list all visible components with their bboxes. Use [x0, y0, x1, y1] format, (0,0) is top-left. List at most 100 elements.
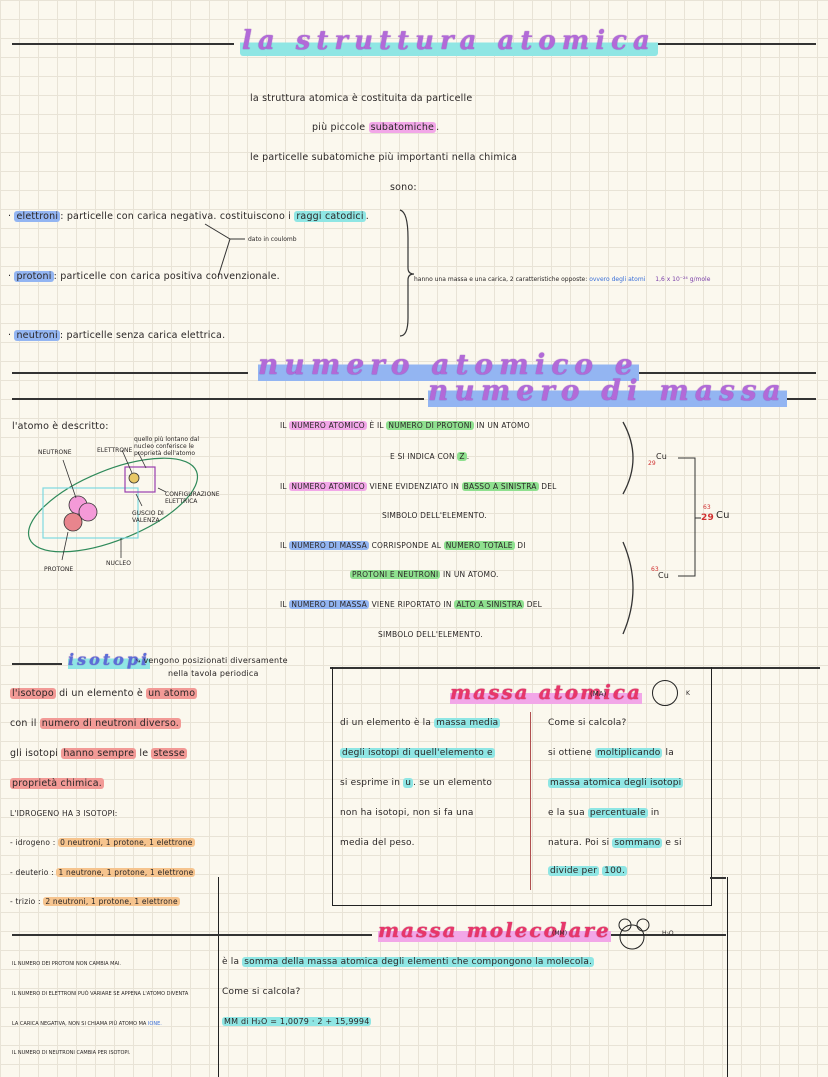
iso-l1c: un atomo	[146, 688, 198, 699]
label-config: CONFIGURAZIONE ELETTRICA	[165, 491, 220, 505]
protons-name: protoni	[14, 271, 54, 282]
ma-c4: e la sua percentuale in	[548, 808, 659, 818]
massa-atomica-title: massa atomica	[450, 680, 642, 704]
ma-c1: Come si calcola?	[548, 718, 627, 728]
massa-atomica-divider	[530, 712, 531, 890]
r3e: DEL	[541, 482, 557, 491]
r1a: IL	[280, 421, 287, 430]
iso-rule-right	[330, 667, 820, 669]
side-note-hl: ovvero degli atomi	[589, 276, 646, 283]
iso-l3b: hanno sempre	[61, 748, 137, 759]
r3a: IL	[280, 482, 287, 491]
rule-7: IL NUMERO DI MASSA VIENE RIPORTATO IN AL…	[280, 600, 542, 609]
kelvin-circle-icon	[652, 680, 678, 706]
iso-rule-left	[12, 663, 62, 665]
electrons-hl: raggi catodici	[294, 211, 366, 222]
iso-l3d: stesse	[151, 748, 187, 759]
iso-l2a: con il	[10, 718, 37, 729]
r5e: DI	[517, 541, 526, 550]
ma-c6b: 100.	[602, 866, 628, 876]
iso-i2: - deuterio : 1 neutrone, 1 protone, 1 el…	[10, 868, 196, 877]
r5a: IL	[280, 541, 287, 550]
r7e: DEL	[526, 600, 543, 609]
ma-l3a: si esprime in	[340, 778, 401, 788]
ma-c4c: in	[650, 808, 660, 818]
intro-line-3: le particelle subatomiche più importanti…	[250, 152, 518, 163]
cu-bot-a: 63	[651, 566, 659, 573]
iso-l4: proprietà chimica.	[10, 778, 104, 789]
rule-6: PROTONI E NEUTRONI IN UN ATOMO.	[350, 570, 499, 579]
water-molecule-icon	[618, 918, 650, 950]
label-guscio: GUSCIO DI VALENZA	[132, 510, 164, 524]
coulomb-arrows	[204, 223, 245, 278]
label-protone: PROTONE	[44, 566, 74, 573]
massa-atomica-unit: K	[686, 690, 690, 697]
intro-line-4: sono:	[390, 182, 417, 193]
protons-line: · protoni: particelle con carica positiv…	[8, 271, 280, 282]
ma-c5b: sommano	[612, 838, 663, 848]
r1d: IL	[377, 421, 384, 430]
electrons-name: elettroni	[14, 211, 61, 222]
side-note: hanno una massa e una carica, 2 caratter…	[414, 276, 710, 283]
r7c: VIENE RIPORTATO IN	[371, 600, 452, 609]
iso-l2: con il numero di neutroni diverso.	[10, 718, 182, 729]
rule-3: IL NUMERO ATOMICO VIENE EVIDENZIATO IN B…	[280, 482, 557, 491]
ma-l3c: . se un elemento	[413, 778, 493, 788]
r7a: IL	[280, 600, 287, 609]
water-label: H₂O	[662, 930, 674, 937]
neutrons-line: · neutroni: particelle senza carica elet…	[8, 330, 226, 341]
massa-molecolare-abbr: (MM)	[552, 930, 568, 937]
rule-4: SIMBOLO DELL'ELEMENTO.	[382, 511, 487, 520]
massa-molecolare-title: massa molecolare	[378, 918, 611, 942]
mm-note-3b: IONE.	[147, 1021, 162, 1027]
iso-l1a: l'isotopo	[10, 688, 56, 699]
iso-i1a: - idrogeno :	[10, 838, 56, 847]
rule-2: E SI INDICA CON Z.	[390, 452, 470, 461]
ma-c2a: si ottiene	[548, 748, 592, 758]
iso-i1: - idrogeno : 0 neutroni, 1 protone, 1 el…	[10, 838, 195, 847]
label-elettrone: ELETTRONE	[97, 447, 133, 454]
r5c: CORRISPONDE AL	[371, 541, 442, 550]
s2-rule-2	[548, 372, 816, 374]
mm-right-rule	[580, 934, 726, 936]
rule-5: IL NUMERO DI MASSA CORRISPONDE AL NUMERO…	[280, 541, 526, 550]
s2-rule-1	[12, 372, 248, 374]
cu-top-sym: Cu	[656, 452, 668, 461]
mm-top-rule-right	[710, 877, 726, 879]
ma-l2: degli isotopi di quell'elemento e	[340, 748, 495, 758]
ma-c6a: divide per	[548, 866, 600, 876]
iso-i2a: - deuterio :	[10, 868, 54, 877]
iso-l3a: gli isotopi	[10, 748, 59, 759]
mm-l2: Come si calcola?	[222, 987, 301, 997]
iso-i3: - trizio : 2 neutroni, 1 protone, 1 elet…	[10, 897, 180, 906]
ma-c5c: e si	[665, 838, 682, 848]
ma-l1a: di un elemento è la	[340, 718, 432, 728]
r6a: PROTONI E NEUTRONI	[350, 570, 441, 579]
iso-i3b: 2 neutroni, 1 protone, 1 elettrone	[43, 897, 180, 906]
r1f: IN UN ATOMO	[476, 421, 530, 430]
coulomb-note: dato in coulomb	[248, 236, 297, 243]
ma-c4b: percentuale	[587, 808, 648, 818]
label-neutrone: NEUTRONE	[38, 449, 72, 456]
neutrons-desc: particelle senza carica elettrica	[66, 330, 223, 341]
iso-i3a: - trizio :	[10, 897, 41, 906]
intro-line-2a: più piccole	[312, 122, 366, 133]
particles-brace	[399, 209, 415, 337]
isotopi-note-1-text: vengono posizionati diversamente	[143, 656, 288, 665]
ma-c4a: e la sua	[548, 808, 585, 818]
ma-c6: divide per 100.	[548, 866, 628, 876]
electrons-line: · elettroni: particelle con carica negat…	[8, 211, 369, 222]
title-rule-left	[12, 43, 234, 45]
ma-l3: si esprime in u. se un elemento	[340, 778, 492, 788]
ma-c2: si ottiene moltiplicando la	[548, 748, 674, 758]
ma-l5: media del peso.	[340, 838, 415, 848]
mm-l3-text: MM di H₂O = 1,0079 · 2 + 15,9994	[222, 1017, 372, 1026]
ma-c5: natura. Poi si sommano e si	[548, 838, 682, 848]
intro-line-2: più piccole subatomiche.	[312, 122, 440, 133]
label-nucleo: NUCLEO	[106, 560, 131, 567]
rule-1: IL NUMERO ATOMICO È IL NUMERO DI PROTONI…	[280, 421, 530, 430]
r5b: NUMERO DI MASSA	[289, 541, 369, 550]
ma-l1: di un elemento è la massa media	[340, 718, 501, 728]
iso-l3: gli isotopi hanno sempre le stesse	[10, 748, 187, 759]
ma-c2b: moltiplicando	[594, 748, 663, 758]
